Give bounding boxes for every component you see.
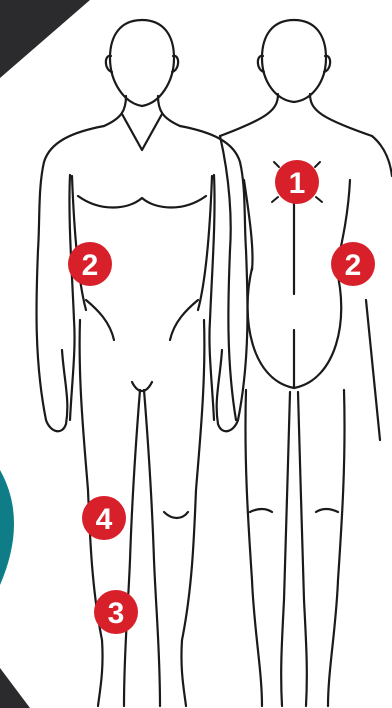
marker-2-left-label: 2 [82,249,99,282]
marker-thigh[interactable]: 4 [82,496,126,540]
marker-right-arm[interactable]: 2 [331,242,375,286]
marker-3-label: 3 [108,597,125,630]
marker-knee[interactable]: 3 [94,590,138,634]
marker-left-arm[interactable]: 2 [68,242,112,286]
marker-1-label: 1 [289,167,306,200]
marker-2-right-label: 2 [345,249,362,282]
marker-4-label: 4 [96,503,113,536]
